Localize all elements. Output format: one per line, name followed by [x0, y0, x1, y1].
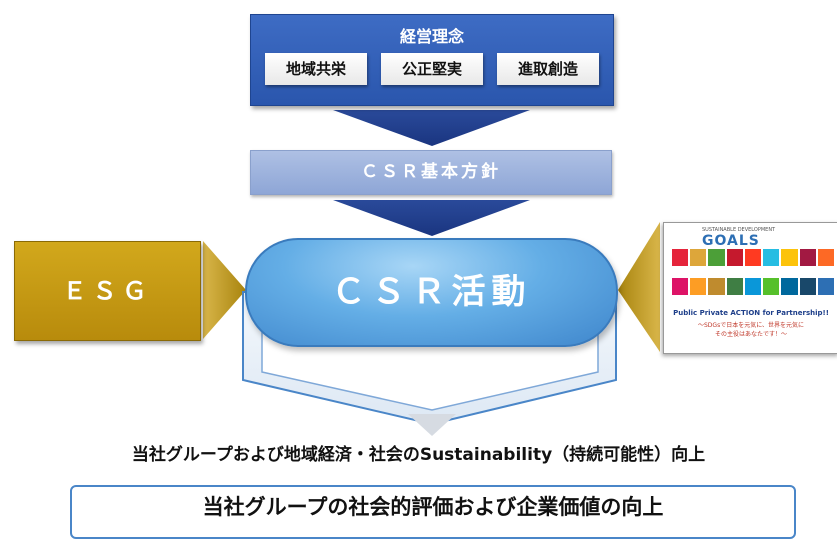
sdg-goal-tile	[672, 278, 689, 295]
value-regional-prosperity: 地域共栄	[265, 53, 367, 85]
sdg-goal-tile	[763, 249, 780, 266]
csr-basic-policy: ＣＳＲ基本方針	[250, 150, 612, 195]
sdg-goal-tile	[690, 249, 707, 266]
sdg-goal-tile	[726, 278, 743, 295]
sdg-goal-tile	[744, 278, 762, 295]
sdg-goal-tile	[799, 249, 816, 266]
arrow-down-1	[333, 110, 530, 146]
sdg-goal-tile	[763, 278, 780, 295]
corporate-value-box: 当社グループの社会的評価および企業価値の向上	[70, 485, 796, 539]
sdg-goal-tile	[781, 278, 798, 295]
sustainability-text: 当社グループおよび地域経済・社会のSustainability（持続可能性）向上	[131, 445, 706, 465]
sdg-goal-tile	[817, 278, 834, 295]
sdgs-tagline: Public Private ACTION for Partnership!!	[673, 309, 829, 317]
esg-box: ＥＳＧ	[14, 241, 201, 341]
value-innovation: 進取創造	[497, 53, 599, 85]
sdg-goal-tile	[690, 278, 707, 295]
sdg-goal-tile	[781, 249, 798, 266]
sdg-goal-tile	[744, 249, 762, 266]
arrow-down-2	[333, 200, 530, 236]
philosophy-title: 経営理念	[399, 27, 464, 46]
arrow-left-sdgs	[618, 222, 660, 352]
arrow-down-3	[408, 414, 456, 436]
sdg-goal-tile	[708, 249, 725, 266]
arrow-right-esg	[203, 241, 246, 339]
value-fairness: 公正堅実	[381, 53, 483, 85]
sdg-goal-tile	[672, 249, 689, 266]
sdg-goal-tile	[817, 249, 834, 266]
csr-activities: ＣＳＲ活動	[245, 238, 618, 347]
sdg-goal-tile	[708, 278, 725, 295]
sdgs-subtitle: ～SDGsで日本を元気に、世界を元気に その主役はあなたです！～	[697, 322, 805, 338]
sdg-goal-tile	[726, 249, 743, 266]
sdg-goal-tile	[799, 278, 816, 295]
sdgs-goal-tiles	[672, 249, 834, 305]
management-philosophy-box: 経営理念 地域共栄 公正堅実 進取創造	[250, 14, 614, 106]
